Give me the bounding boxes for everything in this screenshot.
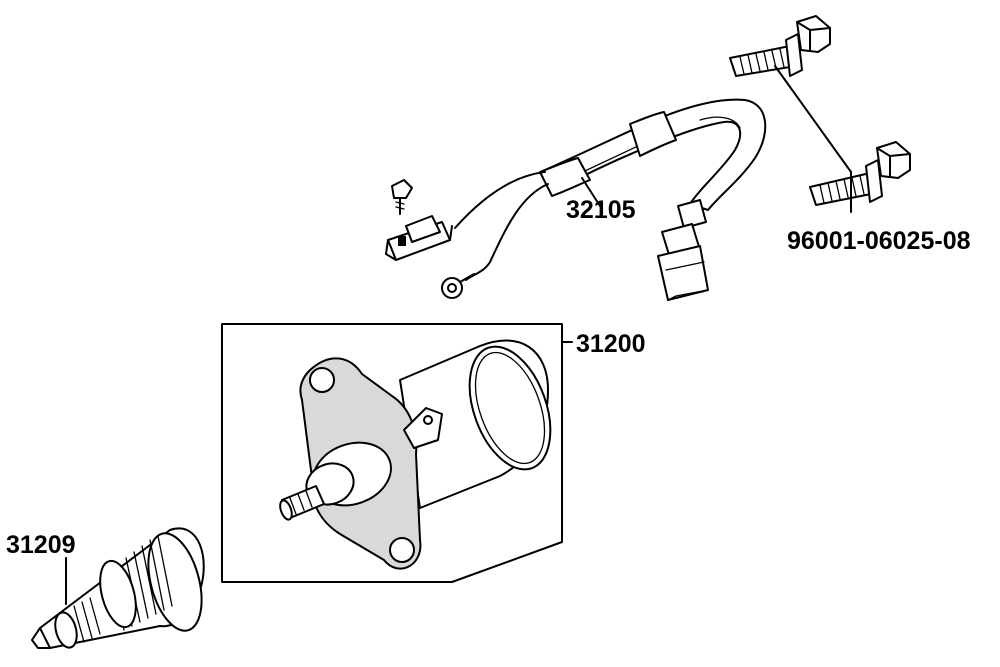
starter-drive	[31, 527, 205, 649]
starter-motor	[279, 339, 552, 570]
bolt-leader-lines	[774, 65, 852, 213]
part-label-starter-motor: 31200	[576, 330, 646, 358]
starter-motor-box	[221, 323, 573, 583]
bolt-lower	[809, 141, 911, 206]
part-label-starter-drive: 31209	[6, 531, 76, 559]
bolt-upper	[729, 15, 831, 77]
wire-harness	[385, 98, 767, 301]
harness-leader-line	[581, 177, 601, 207]
part-label-harness: 32105	[566, 196, 636, 224]
part-label-bolt: 96001-06025-08	[787, 227, 971, 255]
